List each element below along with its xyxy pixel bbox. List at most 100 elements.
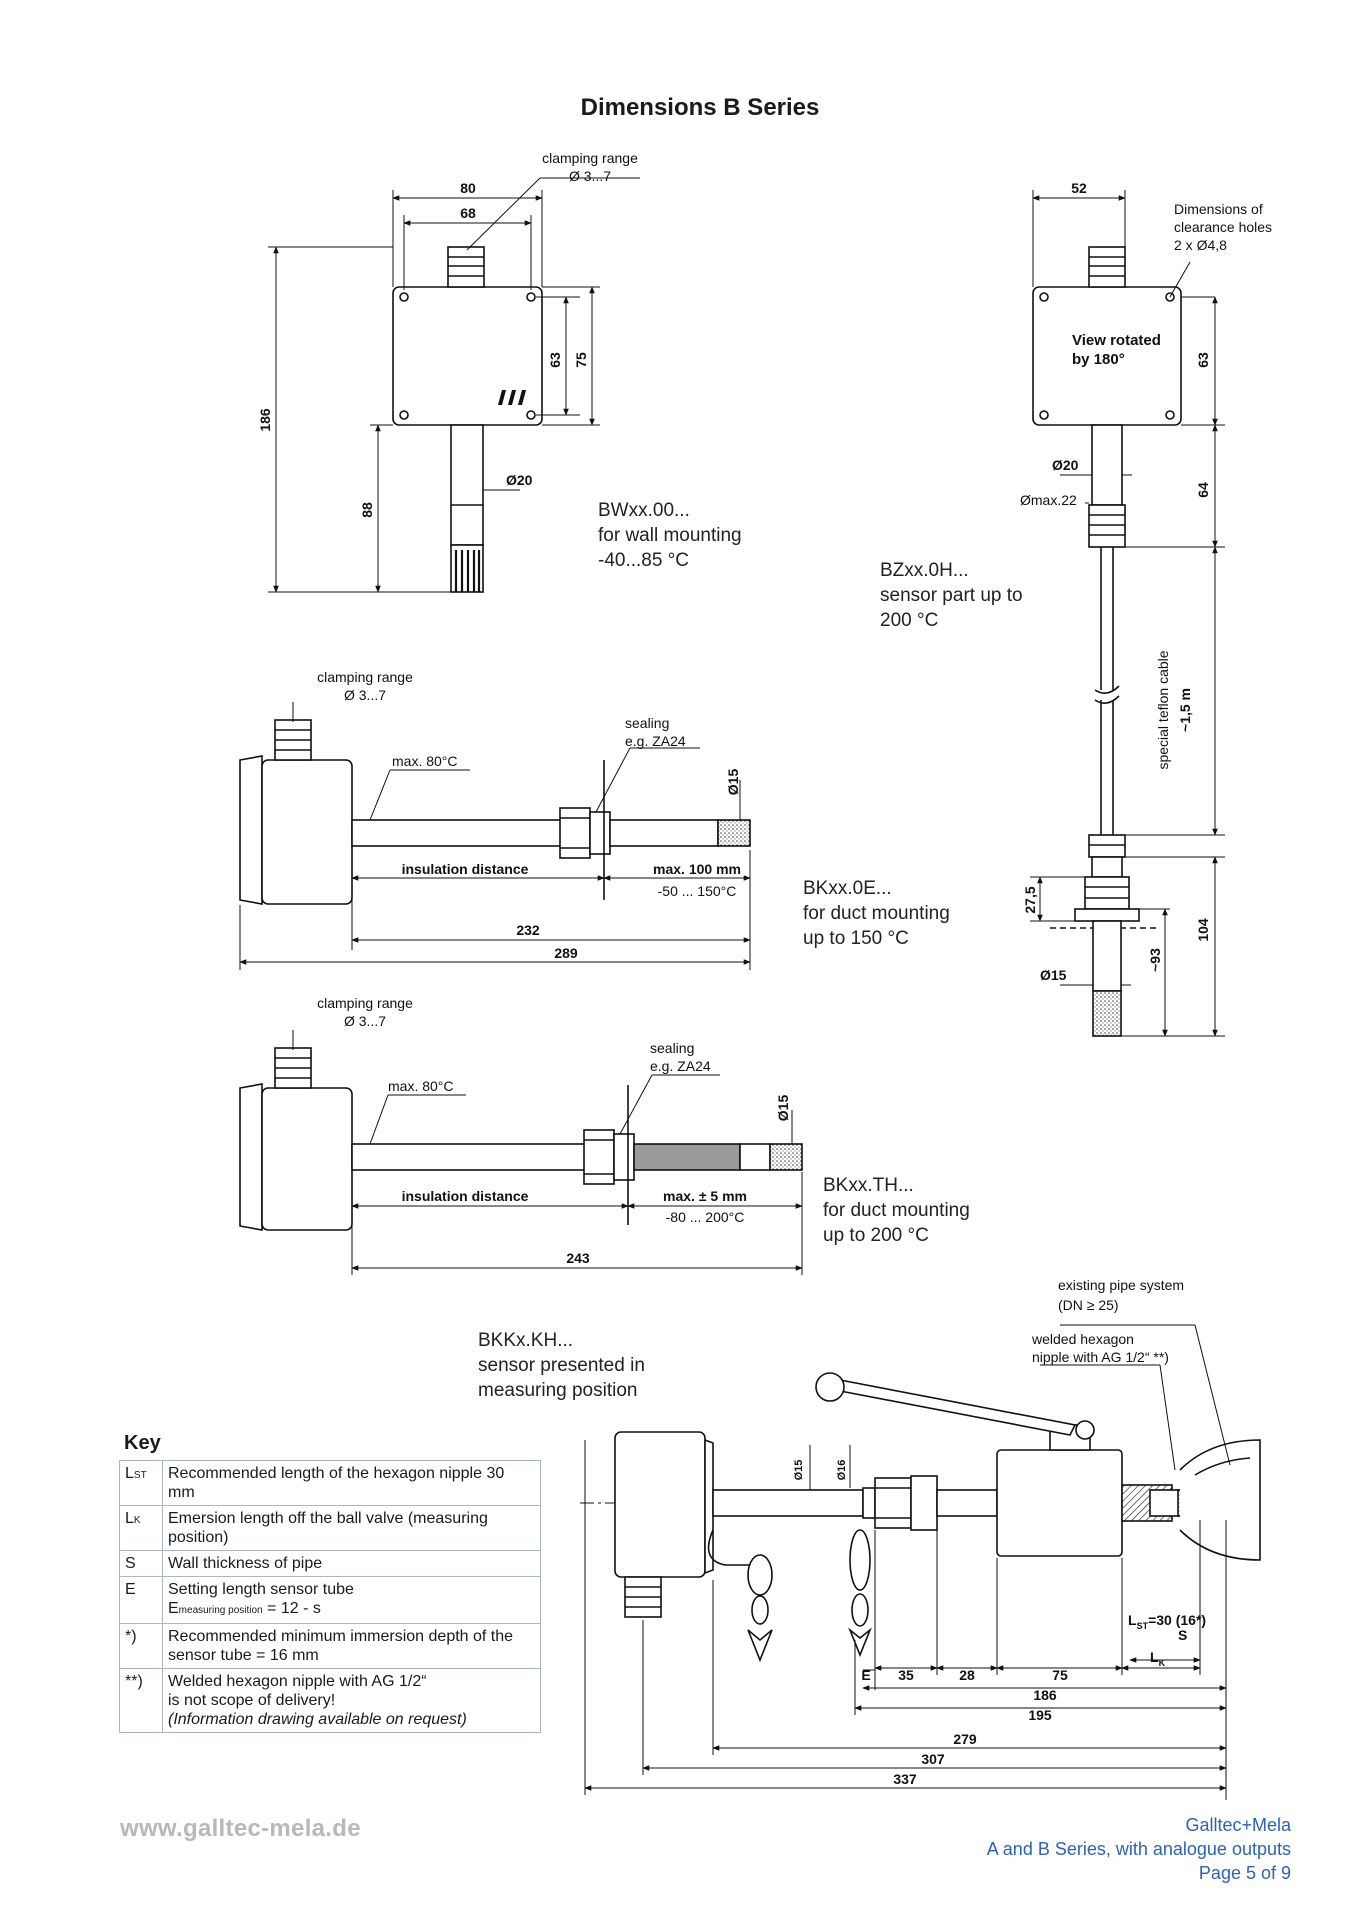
bz-dim-64: 64 — [1195, 482, 1211, 498]
bz-line2: 200 °C — [880, 610, 939, 631]
bkk-dim-195: 195 — [1028, 1707, 1052, 1723]
bw-dim-63: 63 — [547, 352, 563, 368]
bkk-dim-lk-sub: K — [1159, 1658, 1166, 1668]
bz-dim-d20: Ø20 — [1052, 457, 1079, 473]
bkth-line2: up to 200 °C — [823, 1225, 929, 1246]
bk0e-range: -50 ... 150°C — [658, 883, 737, 899]
key-text-line: Setting length sensor tube — [168, 1581, 354, 1598]
bkk-dim-s: S — [1178, 1627, 1187, 1643]
bk0e-line1: for duct mounting — [803, 903, 950, 924]
key-symbol: LST — [119, 1460, 163, 1506]
bkk-dim-337: 337 — [893, 1771, 917, 1787]
bz-clearance-title1: Dimensions of — [1174, 201, 1263, 217]
bkth-drawing — [239, 1030, 803, 1275]
bkk-dim-lk-l: L — [1150, 1649, 1159, 1665]
bkth-range: -80 ... 200°C — [666, 1209, 745, 1225]
bkk-line2: measuring position — [478, 1380, 638, 1401]
bkth-label: BKxx.TH... for duct mounting up to 200 °… — [823, 1173, 970, 1248]
key-text-line: Welded hexagon nipple with AG 1/2“ — [168, 1673, 427, 1690]
bw-drawing — [268, 177, 640, 593]
bz-dim-63: 63 — [1195, 352, 1211, 368]
footer-info: Galltec+Mela A and B Series, with analog… — [987, 1813, 1291, 1885]
key-formula-rest: = 12 - s — [262, 1600, 321, 1617]
bkth-dim-243: 243 — [566, 1250, 590, 1266]
key-symbol: LK — [119, 1505, 163, 1551]
bkk-pipe-system: existing pipe system — [1058, 1277, 1184, 1293]
bkth-max5: max. ± 5 mm — [663, 1188, 747, 1204]
key-formula-sub: measuring position — [178, 1605, 263, 1616]
key-text: Emersion length off the ball valve (meas… — [162, 1505, 541, 1551]
bkk-dim-28: 28 — [959, 1667, 975, 1683]
bkth-dim-d15: Ø15 — [775, 1095, 791, 1122]
key-formula-main: E — [168, 1600, 179, 1617]
bw-dim-88: 88 — [359, 502, 375, 518]
key-symbol: E — [119, 1576, 163, 1624]
bkk-dim-lk: LK — [1150, 1649, 1166, 1668]
bz-clearance-value: 2 x Ø4,8 — [1174, 237, 1227, 253]
bw-line1: for wall mounting — [598, 525, 742, 546]
key-row: *) Recommended minimum immersion depth o… — [119, 1623, 541, 1669]
bkk-line1: sensor presented in — [478, 1355, 645, 1376]
bz-code: BZxx.0H... — [880, 560, 969, 581]
bk0e-dim-232: 232 — [516, 922, 540, 938]
bkk-dim-e: E — [861, 1667, 870, 1683]
bz-view-rotated2: by 180° — [1072, 351, 1125, 368]
bkk-dim-d15: Ø15 — [793, 1460, 805, 1481]
footer-page: Page 5 of 9 — [1198, 1863, 1291, 1883]
bkk-dim-lst-sub: ST — [1137, 1621, 1149, 1631]
key-formula: Emeasuring position = 12 - s — [168, 1599, 535, 1620]
page-title: Dimensions B Series — [580, 94, 820, 121]
bkth-code: BKxx.TH... — [823, 1175, 914, 1196]
key-symbol-main: L — [125, 1465, 134, 1482]
bk0e-sealing-eg: e.g. ZA24 — [625, 733, 686, 749]
key-row: LST Recommended length of the hexagon ni… — [119, 1460, 541, 1506]
bz-label: BZxx.0H... sensor part up to 200 °C — [880, 558, 1023, 633]
bkth-insulation: insulation distance — [402, 1188, 529, 1204]
bw-clamping-value: Ø 3...7 — [569, 168, 611, 184]
key-text: Welded hexagon nipple with AG 1/2“ is no… — [162, 1668, 541, 1733]
bkk-welded2: nipple with AG 1/2“ **) — [1032, 1349, 1169, 1365]
bk0e-max100: max. 100 mm — [653, 861, 741, 877]
bk0e-drawing — [239, 702, 751, 970]
bw-dim-80: 80 — [460, 180, 476, 196]
bkth-clamping-value: Ø 3...7 — [344, 1013, 386, 1029]
bz-cable-label: special teflon cable — [1155, 650, 1171, 769]
bz-dim-d15: Ø15 — [1040, 967, 1067, 983]
bkth-sealing: sealing — [650, 1040, 694, 1056]
bkk-dim-lst-l: LST=30 (16*) — [1128, 1612, 1206, 1631]
key-text-line: is not scope of delivery! — [168, 1692, 336, 1709]
bk0e-max-temp: max. 80°C — [392, 753, 458, 769]
bz-dim-27-5: 27,5 — [1022, 886, 1038, 913]
bkk-dim-lst-val: =30 (16*) — [1148, 1612, 1206, 1628]
bw-clamping-label: clamping range — [542, 150, 638, 166]
bk0e-clamping-value: Ø 3...7 — [344, 687, 386, 703]
bw-dim-75: 75 — [573, 352, 589, 368]
bw-dim-68: 68 — [460, 205, 476, 221]
bkk-dim-307: 307 — [921, 1751, 945, 1767]
key-symbol: S — [119, 1550, 163, 1577]
bw-dim-186: 186 — [257, 408, 273, 432]
bkk-pipe-dn: (DN ≥ 25) — [1058, 1297, 1119, 1313]
footer-url: www.galltec-mela.de — [120, 1815, 361, 1842]
bz-line1: sensor part up to — [880, 585, 1023, 606]
bz-dim-52: 52 — [1071, 180, 1087, 196]
key-text: Setting length sensor tube Emeasuring po… — [162, 1576, 541, 1624]
bk0e-label: BKxx.0E... for duct mounting up to 150 °… — [803, 876, 950, 951]
footer-doc: A and B Series, with analogue outputs — [986, 1839, 1291, 1859]
bw-dim-d20: Ø20 — [506, 472, 533, 488]
key-symbol: **) — [119, 1668, 163, 1733]
key-text: Recommended length of the hexagon nipple… — [162, 1460, 541, 1506]
bkk-dim-lst-l-text: L — [1128, 1612, 1137, 1628]
bz-drawing — [1030, 190, 1225, 1037]
bk0e-line2: up to 150 °C — [803, 928, 909, 949]
key-text: Wall thickness of pipe — [162, 1550, 541, 1577]
bz-dim-93: ~93 — [1147, 948, 1163, 972]
key-symbol: *) — [119, 1623, 163, 1669]
bz-view-rotated1: View rotated — [1072, 332, 1161, 349]
bkth-line1: for duct mounting — [823, 1200, 970, 1221]
key-symbol-sub: K — [133, 1515, 141, 1526]
bkk-code: BKKx.KH... — [478, 1330, 574, 1351]
key-row: E Setting length sensor tube Emeasuring … — [119, 1576, 541, 1624]
bkk-dim-d16: Ø16 — [836, 1460, 848, 1481]
